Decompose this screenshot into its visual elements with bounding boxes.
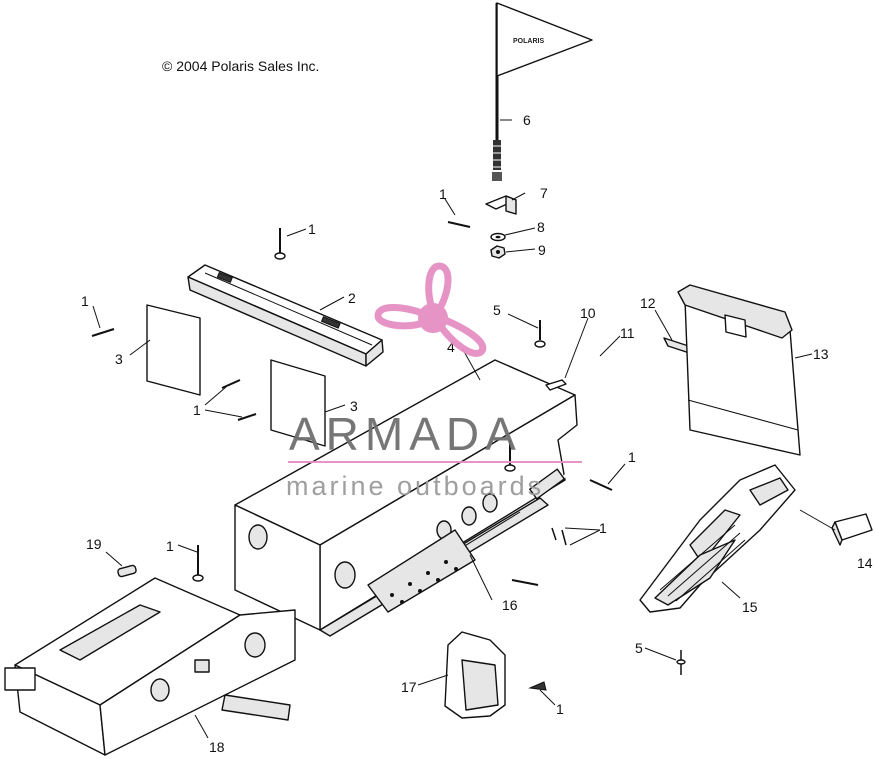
nut-part-9	[490, 245, 506, 259]
callout-11: 11	[620, 325, 635, 341]
callout-labels: 6 7 8 9 1 1 2 1 3 1 3 4 5 10 11 12 13 14…	[81, 112, 873, 755]
seat-rail-part-2	[187, 264, 384, 367]
callout-1d: 1	[193, 402, 201, 418]
callout-1b: 1	[308, 221, 316, 237]
callout-7: 7	[540, 185, 548, 201]
pin-part-10	[545, 379, 567, 391]
cap-part-14	[831, 513, 873, 546]
propeller-logo	[374, 262, 487, 357]
footrest-part-16	[367, 529, 476, 613]
callout-5b: 5	[635, 640, 643, 656]
callout-5a: 5	[493, 302, 501, 318]
pin-part-19	[117, 564, 137, 578]
callout-3a: 3	[115, 351, 123, 367]
armada-watermark: ARMADA marine outboards	[286, 262, 582, 501]
callout-1h: 1	[166, 538, 174, 554]
callout-1g: 1	[556, 701, 564, 717]
callout-2: 2	[348, 290, 356, 306]
chassis-part-18	[4, 577, 296, 756]
callout-10: 10	[580, 305, 596, 321]
watermark-brand: ARMADA	[289, 408, 522, 460]
plate-part-3-left	[146, 304, 201, 396]
callout-4: 4	[447, 339, 455, 355]
flag-bracket-part-7	[485, 195, 517, 215]
callout-18: 18	[209, 739, 225, 755]
callout-17: 17	[401, 679, 417, 695]
rivet-part-5-bottom	[676, 650, 686, 675]
callout-6: 6	[523, 112, 531, 128]
copyright-text: © 2004 Polaris Sales Inc.	[162, 58, 319, 74]
callout-14: 14	[857, 555, 873, 571]
callout-15: 15	[742, 599, 758, 615]
callout-19: 19	[86, 536, 102, 552]
callout-12: 12	[640, 295, 656, 311]
callout-1f: 1	[599, 520, 607, 536]
watermark-tagline: marine outboards	[286, 471, 544, 501]
callout-16: 16	[502, 597, 518, 613]
grab-bar-part-11	[529, 349, 654, 500]
callout-3b: 3	[350, 398, 358, 414]
callout-1e: 1	[628, 449, 636, 465]
rivet-part-1-icons	[91, 221, 613, 691]
callout-13: 13	[813, 346, 829, 362]
callout-9: 9	[538, 242, 546, 258]
plate-part-3-right	[270, 359, 326, 447]
rivet-part-5-top	[534, 320, 546, 348]
shield-part-17	[444, 631, 506, 719]
flag-label: POLARIS	[513, 38, 544, 45]
flag-part-6: POLARIS	[492, 2, 593, 181]
callout-1c: 1	[81, 293, 89, 309]
callout-8: 8	[537, 219, 545, 235]
callout-1a: 1	[439, 186, 447, 202]
rear-bumper-part-15	[639, 464, 796, 613]
snowflap-part-13	[677, 284, 801, 456]
